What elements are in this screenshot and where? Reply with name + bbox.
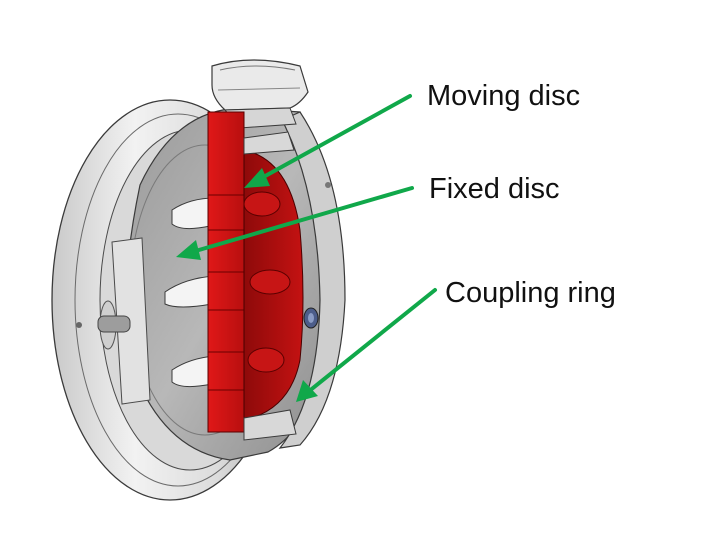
fixed-disc-arrow xyxy=(176,186,414,260)
callout-arrows xyxy=(176,94,437,402)
sectioned-discs xyxy=(207,111,304,441)
coupling-ring-label: Coupling ring xyxy=(445,277,616,309)
side-port xyxy=(76,237,151,405)
fixed-disc-label: Fixed disc xyxy=(429,173,560,205)
moving-disc-arrow xyxy=(244,94,412,188)
moving-disc-label: Moving disc xyxy=(427,80,581,112)
coupling-ring-arrow xyxy=(296,288,437,402)
coupling-ring xyxy=(278,111,346,449)
